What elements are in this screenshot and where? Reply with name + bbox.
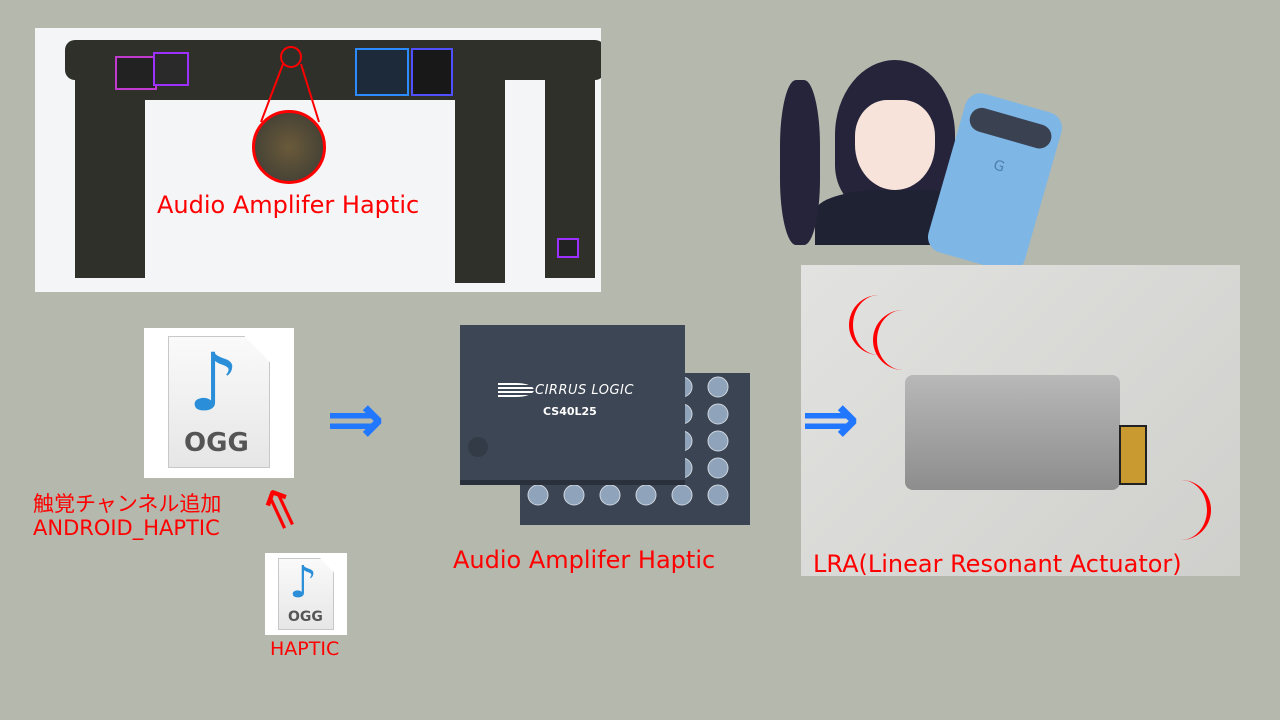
solder-ball bbox=[671, 484, 693, 506]
double-arrow-up-icon: ⇑ bbox=[246, 471, 315, 548]
haptic-ogg-file-icon: ♪ OGG bbox=[265, 553, 347, 635]
solder-ball bbox=[527, 484, 549, 506]
solder-ball bbox=[599, 484, 621, 506]
part-number: CS40L25 bbox=[543, 405, 597, 418]
solder-ball bbox=[707, 484, 729, 506]
pcb-label: Audio Amplifer Haptic bbox=[157, 191, 420, 219]
haptic-caption: HAPTIC bbox=[270, 638, 340, 660]
amplifier-caption: Audio Amplifer Haptic bbox=[453, 546, 716, 574]
solder-ball bbox=[707, 403, 729, 425]
solder-ball bbox=[707, 457, 729, 479]
solder-ball bbox=[707, 376, 729, 398]
ogg-file-icon: ♪ OGG bbox=[144, 328, 294, 478]
channel-label-line1: 触覚チャンネル追加 bbox=[33, 492, 222, 516]
ogg-label: OGG bbox=[184, 428, 249, 458]
solder-ball bbox=[707, 430, 729, 452]
lra-photo: LRA(Linear Resonant Actuator) bbox=[801, 265, 1240, 578]
ogg-label: OGG bbox=[288, 609, 323, 625]
phone-logo: G bbox=[991, 157, 1007, 176]
channel-label-line2: ANDROID_HAPTIC bbox=[33, 516, 220, 540]
lra-caption: LRA(Linear Resonant Actuator) bbox=[813, 550, 1182, 578]
music-note-icon: ♪ bbox=[289, 557, 318, 608]
arrow-right-icon: ⇒ bbox=[801, 378, 860, 460]
solder-ball bbox=[635, 484, 657, 506]
solder-ball bbox=[563, 484, 585, 506]
arrow-right-icon: ⇒ bbox=[326, 378, 385, 460]
music-note-icon: ♪ bbox=[188, 336, 240, 429]
zoom-circle bbox=[252, 110, 326, 184]
amplifier-chip: CIRRUS LOGIC CS40L25 bbox=[460, 325, 755, 530]
pcb-photo: Audio Amplifer Haptic bbox=[35, 28, 601, 292]
cirrus-logic-logo: CIRRUS LOGIC bbox=[535, 383, 634, 398]
